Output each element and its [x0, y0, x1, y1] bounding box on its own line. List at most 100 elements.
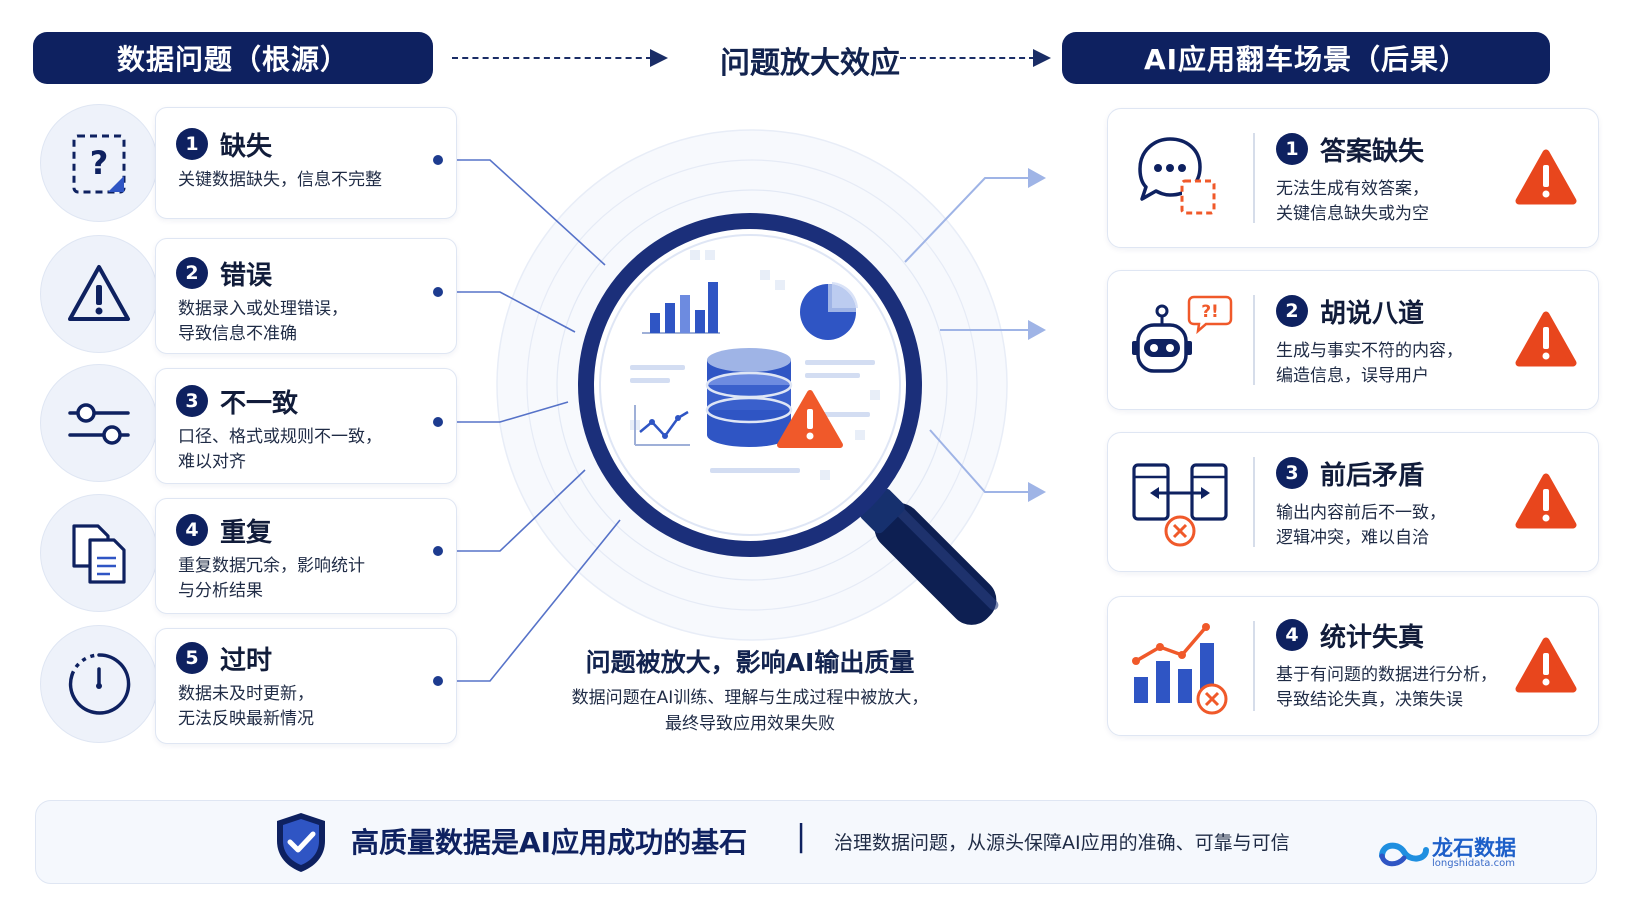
footer-separator: |: [796, 819, 807, 854]
robot-icon: ?!: [1132, 295, 1233, 373]
card-divider: [1253, 457, 1255, 547]
lens-bar-chart: [642, 282, 720, 334]
sliders-icon: [68, 403, 130, 445]
problem-desc-line: 数据录入或处理错误，: [178, 299, 348, 319]
card-divider: [1253, 295, 1255, 385]
problem-title: 不一致: [220, 389, 299, 419]
lens-warning-icon: [777, 390, 843, 448]
database-icon: [705, 348, 793, 447]
problem-icon-circle: [40, 625, 158, 743]
consequence-desc-line: 生成与事实不符的内容，: [1276, 341, 1463, 361]
brand-logo-icon: [1379, 842, 1429, 867]
brand-logo: 龙石数据 longshidata.com: [1376, 832, 1546, 876]
problem-number: 5: [176, 642, 208, 674]
consequence-desc-line: 编造信息，误导用户: [1276, 366, 1429, 386]
brand-name: 龙石数据: [1432, 836, 1516, 860]
shield-check-icon: [277, 813, 325, 872]
problem-desc: 数据录入或处理错误， 导致信息不准确: [178, 297, 348, 347]
lens-line-chart: [634, 405, 690, 446]
svg-text:?: ?: [90, 144, 109, 182]
problem-desc-line: 数据未及时更新，: [178, 684, 314, 704]
consequence-desc: 生成与事实不符的内容， 编造信息，误导用户: [1276, 339, 1463, 389]
center-description: 数据问题在AI训练、理解与生成过程中被放大， 最终导致应用效果失败: [535, 685, 965, 737]
problem-card-outdated: 5 过时 数据未及时更新， 无法反映最新情况: [155, 628, 457, 744]
consequence-desc: 基于有问题的数据进行分析， 导致结论失真，决策失误: [1276, 663, 1497, 713]
problem-title: 错误: [220, 261, 273, 291]
consequence-desc-line: 关键信息缺失或为空: [1276, 204, 1429, 224]
center-headline: 问题被放大，影响AI输出质量: [585, 648, 915, 677]
problem-title: 缺失: [220, 132, 273, 162]
problem-number: 3: [176, 385, 208, 417]
right-header-title: AI应用翻车场景（后果）: [1143, 43, 1469, 76]
problem-desc: 重复数据冗余，影响统计 与分析结果: [178, 554, 365, 604]
problem-number: 4: [176, 514, 208, 546]
consequence-card-distorted-stats: 4 统计失真 基于有问题的数据进行分析， 导致结论失真，决策失误: [1107, 596, 1599, 736]
problem-number: 1: [176, 128, 208, 160]
card-divider: [1253, 133, 1255, 223]
consequence-number: 2: [1276, 295, 1308, 327]
consequence-card-hallucination: ?! 2 胡说八道 生成与事实不符的内容， 编造信息，误导用户: [1107, 270, 1599, 410]
connector-dot: [433, 546, 443, 556]
header-arrowhead-left: [650, 49, 668, 67]
middle-header-title: 问题放大效应: [720, 46, 900, 81]
problem-desc: 关键数据缺失，信息不完整: [178, 168, 382, 193]
consequence-desc-line: 导致结论失真，决策失误: [1276, 690, 1463, 710]
consequence-number: 1: [1276, 133, 1308, 165]
problem-card-error: 2 错误 数据录入或处理错误， 导致信息不准确: [155, 238, 457, 354]
connector-dot: [433, 287, 443, 297]
problem-title: 过时: [220, 646, 273, 676]
warning-icon: [1515, 149, 1577, 205]
center-desc-line: 最终导致应用效果失败: [665, 714, 835, 734]
bar-chart-error-icon: [1132, 623, 1228, 715]
problem-icon-circle: [40, 494, 158, 612]
footer-description: 治理数据问题，从源头保障AI应用的准确、可靠与可信: [834, 832, 1290, 854]
clock-icon: [68, 653, 131, 715]
consequence-desc-line: 基于有问题的数据进行分析，: [1276, 665, 1497, 685]
problem-desc-line: 口径、格式或规则不一致，: [178, 427, 382, 447]
problem-card-duplicate: 4 重复 重复数据冗余，影响统计 与分析结果: [155, 498, 457, 614]
consequence-title: 答案缺失: [1320, 137, 1425, 167]
consequence-card-no-answer: 1 答案缺失 无法生成有效答案， 关键信息缺失或为空: [1107, 108, 1599, 248]
problem-desc: 数据未及时更新， 无法反映最新情况: [178, 682, 314, 732]
consequence-desc-line: 输出内容前后不一致，: [1276, 503, 1446, 523]
compare-docs-icon: [1132, 463, 1228, 547]
robot-badge-text: ?!: [1201, 302, 1219, 322]
brand-url: longshidata.com: [1432, 858, 1515, 869]
consequence-number: 4: [1276, 619, 1308, 651]
consequence-number: 3: [1276, 457, 1308, 489]
center-desc-line: 数据问题在AI训练、理解与生成过程中被放大，: [571, 688, 929, 708]
consequence-card-contradiction: 3 前后矛盾 输出内容前后不一致， 逻辑冲突，难以自洽: [1107, 432, 1599, 572]
consequence-title: 前后矛盾: [1320, 461, 1425, 491]
magnifier-illustration: [578, 213, 999, 625]
problem-card-inconsistent: 3 不一致 口径、格式或规则不一致， 难以对齐: [155, 368, 457, 484]
footer-headline: 高质量数据是AI应用成功的基石: [351, 826, 748, 859]
problem-desc-line: 导致信息不准确: [178, 324, 297, 344]
lens-pie-chart: [800, 282, 858, 340]
warning-icon: [68, 265, 130, 321]
problem-icon-circle: [40, 235, 158, 353]
header-arrow-right: [900, 57, 1035, 59]
warning-icon: [1515, 473, 1577, 529]
problem-desc-line: 与分析结果: [178, 581, 263, 601]
header-arrow-left: [452, 57, 652, 59]
magnifier-handle: [860, 488, 999, 625]
problem-card-missing: 1 缺失 关键数据缺失，信息不完整: [155, 107, 457, 219]
connector-dot: [433, 676, 443, 686]
connector-dot: [433, 155, 443, 165]
problem-desc: 口径、格式或规则不一致， 难以对齐: [178, 425, 382, 475]
header-arrowhead-right: [1033, 49, 1051, 67]
connector-dot: [433, 417, 443, 427]
problem-desc-line: 无法反映最新情况: [178, 709, 314, 729]
consequence-desc-line: 逻辑冲突，难以自洽: [1276, 528, 1429, 548]
problem-desc-line: 难以对齐: [178, 452, 246, 472]
chat-bubble-icon: [1138, 137, 1216, 215]
left-header-title: 数据问题（根源）: [116, 43, 349, 76]
problem-desc-line: 关键数据缺失，信息不完整: [178, 170, 382, 190]
problem-desc-line: 重复数据冗余，影响统计: [178, 556, 365, 576]
consequence-title: 胡说八道: [1320, 299, 1425, 329]
warning-icon: [1515, 311, 1577, 367]
right-header-banner: AI应用翻车场景（后果）: [1062, 32, 1550, 84]
footer-banner: 高质量数据是AI应用成功的基石 | 治理数据问题，从源头保障AI应用的准确、可靠…: [35, 800, 1597, 884]
problem-icon-circle: ?: [40, 104, 158, 222]
copy-docs-icon: [72, 524, 126, 584]
